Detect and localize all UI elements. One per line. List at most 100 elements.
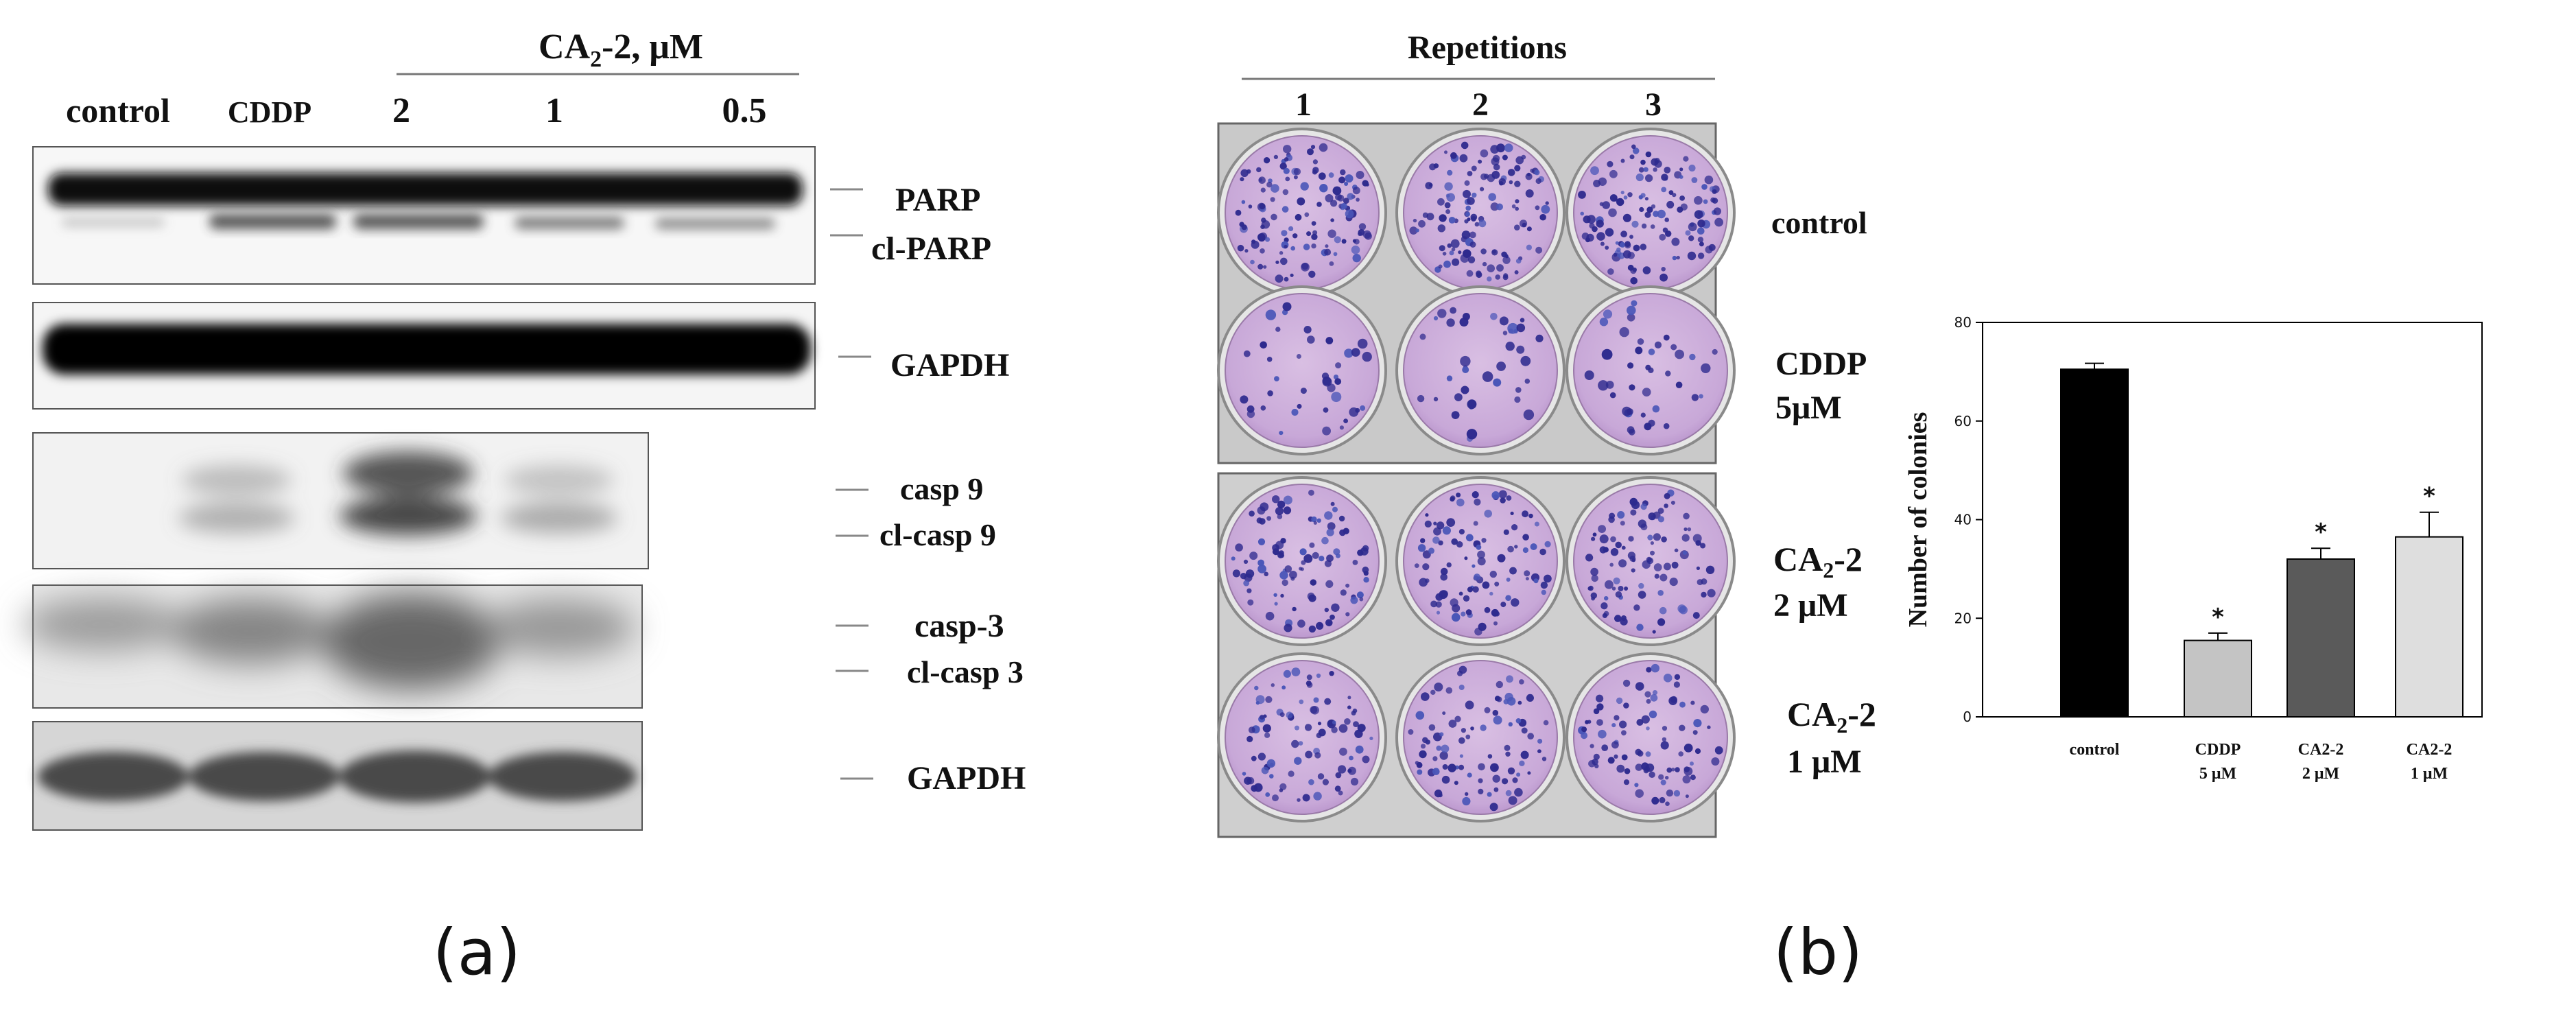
colony-dot xyxy=(1690,700,1695,705)
colony-dot xyxy=(1489,570,1497,578)
colony-dot xyxy=(1265,792,1271,797)
colony-dot xyxy=(1668,190,1674,196)
colony-dot xyxy=(1482,261,1487,267)
colony-dot xyxy=(1463,595,1470,602)
colony-dot xyxy=(1685,230,1691,236)
colony-dot xyxy=(1302,794,1310,802)
colony-dot xyxy=(1489,803,1498,812)
colony-dot xyxy=(1676,255,1680,260)
colony-dot xyxy=(1622,213,1631,222)
colony-dot xyxy=(1472,586,1479,593)
colony-dot xyxy=(1432,756,1438,761)
colony-dot xyxy=(1632,147,1640,154)
colony-dot xyxy=(1327,522,1336,530)
colony-dot xyxy=(1583,215,1591,224)
colony-dot xyxy=(1280,593,1284,598)
colony-dot xyxy=(1478,763,1485,771)
colony-dot xyxy=(1598,525,1607,533)
label-ticks xyxy=(830,188,873,780)
colony-dot xyxy=(1433,163,1439,169)
colony-dot xyxy=(1508,796,1517,805)
colony-dot xyxy=(1523,409,1535,421)
colony-dot xyxy=(1266,759,1276,768)
colony-dot xyxy=(1462,313,1470,320)
colony-dot xyxy=(1350,596,1358,604)
colony-dot xyxy=(1442,526,1451,535)
colony-dot xyxy=(1505,751,1511,757)
colony-dot xyxy=(1590,166,1599,176)
label-cl-parp: cl-PARP xyxy=(871,230,991,267)
colony-dot xyxy=(1690,774,1696,781)
colony-dot xyxy=(1705,246,1713,254)
colony-dot xyxy=(1621,730,1627,736)
colony-dot xyxy=(1416,761,1423,768)
colony-dot xyxy=(1714,217,1724,227)
colony-dot xyxy=(1356,198,1360,202)
colony-dot xyxy=(1672,255,1677,261)
colony-dot xyxy=(1663,334,1670,341)
colony-dot xyxy=(1665,776,1669,780)
colony-dot xyxy=(1472,564,1476,568)
colony-dot xyxy=(1489,591,1493,596)
colony-dot xyxy=(1701,591,1707,598)
colony-dot xyxy=(1465,700,1474,710)
colony-dot xyxy=(1616,198,1624,206)
colony-dot xyxy=(1614,615,1622,622)
colony-dot xyxy=(1578,191,1586,199)
colony-dot xyxy=(1642,388,1651,396)
colony-dot xyxy=(1515,156,1524,165)
colony-dot xyxy=(1689,353,1696,361)
colony-dot xyxy=(1613,197,1618,202)
colony-dot xyxy=(1544,574,1552,583)
colony-dot xyxy=(1491,249,1496,254)
colony-dot xyxy=(1596,703,1604,711)
colony-dot xyxy=(1420,538,1426,543)
colony-dot xyxy=(1310,706,1319,715)
colony-dot xyxy=(1618,559,1627,568)
colony-dot xyxy=(1593,708,1600,715)
colony-dot xyxy=(1462,796,1471,806)
colony-dot xyxy=(1419,750,1427,759)
colony-dot xyxy=(1515,199,1520,204)
colony-dot xyxy=(1310,579,1317,586)
colony-dot xyxy=(1488,193,1496,202)
colony-dot xyxy=(1580,211,1584,216)
colony-dot xyxy=(1347,193,1354,200)
bar xyxy=(2060,368,2129,718)
colony-dot xyxy=(1631,220,1639,228)
colony-dot xyxy=(1522,222,1527,228)
colony-dot xyxy=(1545,201,1549,205)
colony-dot xyxy=(1691,394,1699,401)
colony-dot xyxy=(1664,493,1670,499)
colony-dot xyxy=(1312,552,1319,559)
colony-dot xyxy=(1641,715,1650,724)
colony-dot xyxy=(1514,396,1521,403)
category-label: 2 μM xyxy=(2302,765,2339,783)
colony-dot xyxy=(1295,725,1299,731)
colony-dot xyxy=(1466,270,1474,277)
colony-dot xyxy=(1688,235,1694,241)
colony-dot xyxy=(1662,726,1668,731)
colony-dot xyxy=(1297,798,1301,802)
colony-dot xyxy=(1458,685,1465,690)
colony-dot xyxy=(1257,538,1266,546)
colony-dot xyxy=(1318,729,1326,737)
colony-dot xyxy=(1357,338,1368,349)
colony-dot xyxy=(1283,167,1290,174)
colony-dot xyxy=(1235,209,1242,216)
colony-dot xyxy=(1492,774,1500,783)
colony-dot xyxy=(1445,687,1453,694)
colony-dot xyxy=(1448,720,1457,728)
colony-dot xyxy=(1695,540,1701,546)
colony-dot xyxy=(1456,493,1461,498)
colony-dot xyxy=(1629,497,1638,506)
colony-dot xyxy=(1633,604,1640,611)
colony-dot xyxy=(1275,541,1284,549)
colony-dot xyxy=(1650,541,1654,545)
colony-dot xyxy=(1712,189,1717,194)
colony-dot xyxy=(1484,707,1491,713)
colony-dot xyxy=(1443,260,1451,268)
label-casp3: casp-3 xyxy=(914,608,1004,644)
colony-dot xyxy=(1605,228,1614,237)
colony-dot xyxy=(1283,670,1291,678)
